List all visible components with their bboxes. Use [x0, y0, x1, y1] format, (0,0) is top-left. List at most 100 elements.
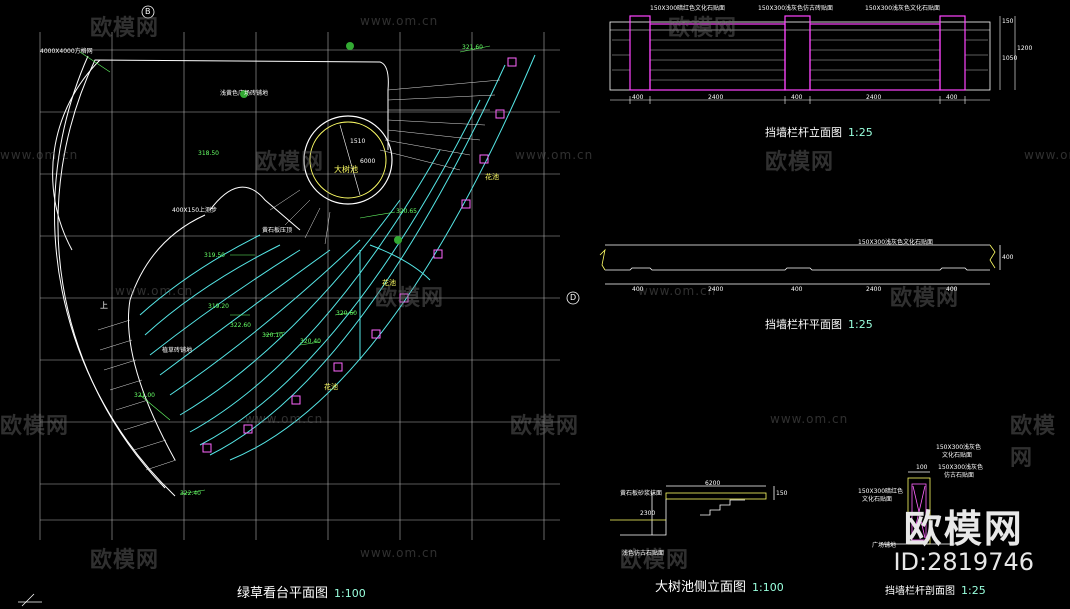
watermark-url: www.om.cn [115, 284, 194, 298]
title-tree-pool-scale: 1:100 [752, 581, 784, 594]
plan-leaders [79, 45, 491, 495]
watermark-logo: 欧模网 [890, 286, 960, 311]
label-axis-d: D [570, 293, 577, 302]
elev-dim-400b: 400 [791, 94, 803, 101]
elev-dim-400c: 400 [946, 94, 958, 101]
plan-pillars [202, 57, 517, 453]
pool-note-top: 黄石板砂浆抹面 [620, 490, 663, 497]
label-note-grass: 植草砖铺地 [162, 347, 193, 354]
elev-note-3: 150X300浅灰色文化石贴面 [865, 5, 941, 12]
pool-elevation [610, 485, 775, 536]
watermark-logo: 欧模网 [0, 414, 70, 439]
watermark-logo: 欧模网 [90, 548, 160, 573]
title-wall-plan-text: 挡墙栏杆平面图 [765, 318, 842, 331]
watermark-url: www.om.cn [360, 546, 439, 560]
watermark-url: www.om.cn [515, 148, 594, 162]
tree-pool [303, 115, 393, 205]
elev-dim-2400a: 2400 [708, 94, 724, 101]
label-elev-4: 318.50 [198, 150, 219, 157]
section-note-2: 文化石贴面 [942, 452, 973, 459]
pool-dim-150: 150 [776, 490, 788, 497]
pool-note-bottom: 浅色仿古石贴面 [622, 550, 665, 557]
label-elev-5: 319.20 [208, 303, 229, 310]
title-wall-section-text: 挡墙栏杆剖面图 [885, 586, 955, 597]
badge-brand: 欧模网 [903, 507, 1024, 551]
label-paving: 4000X4000方格网 [40, 48, 93, 55]
watermark-url: www.om.cn [638, 284, 717, 298]
watermark-logo: 欧模网 [510, 414, 580, 439]
title-plan-scale: 1:100 [334, 587, 366, 600]
label-elev-7: 320.40 [300, 338, 321, 345]
watermark-url: www.om.cn [1024, 148, 1070, 162]
label-flower-3: 花池 [324, 383, 338, 391]
title-tree-pool-text: 大树池侧立面图 [655, 580, 747, 595]
label-elev-3: 319.50 [204, 252, 225, 259]
planwall-dim-2400a: 2400 [708, 286, 724, 293]
watermark-logo: 欧模网 [1010, 414, 1057, 471]
label-elev-1: 321.60 [462, 44, 483, 51]
watermark-logo: 欧模网 [90, 16, 160, 41]
section-note-4: 仿古石贴面 [944, 472, 975, 479]
pool-dim-6200: 6200 [705, 480, 721, 487]
plan-outline [52, 55, 389, 497]
watermark-url: www.om.cn [245, 412, 324, 426]
plan-grid [39, 32, 560, 540]
elev-dim-1050: 1050 [1002, 55, 1018, 62]
section-note-6: 文化石贴面 [862, 496, 893, 503]
section-dim-100: 100 [916, 464, 928, 471]
title-tree-pool: 大树池侧立面图 1:100 [655, 576, 784, 595]
wall-plan [599, 244, 1001, 285]
pool-dim-2300: 2300 [640, 510, 656, 517]
title-wall-section: 挡墙栏杆剖面图 1:25 [885, 582, 986, 597]
label-flower-1: 花池 [485, 173, 499, 181]
label-dim-6000: 6000 [360, 158, 376, 165]
label-elev-8: 320.60 [336, 310, 357, 317]
label-elev-6: 320.10 [262, 332, 283, 339]
wall-elevation [609, 15, 1016, 104]
title-wall-plan-scale: 1:25 [848, 318, 873, 331]
label-note-yellow: 浅黄色广场砖铺地 [220, 90, 269, 97]
title-wall-elevation-scale: 1:25 [848, 126, 873, 139]
watermark-logo: 欧模网 [620, 548, 690, 573]
label-dim-1510: 1510 [350, 138, 366, 145]
watermark-url: www.om.cn [0, 148, 79, 162]
planwall-dim-2400b: 2400 [866, 286, 882, 293]
radial-steps [97, 79, 501, 471]
label-tree-pool: 大树池 [334, 165, 358, 174]
label-note-stone: 黄石板压顶 [262, 227, 293, 234]
watermark-logo: 欧模网 [765, 150, 835, 175]
elev-note-1: 150X300暗红色文化石贴面 [650, 5, 726, 12]
label-elev-9: 321.00 [134, 392, 155, 399]
title-wall-plan: 挡墙栏杆平面图 1:25 [765, 316, 873, 332]
watermark-logo: 欧模网 [668, 16, 738, 41]
terraces [139, 54, 536, 461]
watermark-url: www.om.cn [770, 412, 849, 426]
label-steps: 400X150上测步 [172, 207, 218, 214]
title-wall-elevation-text: 挡墙栏杆立面图 [765, 126, 842, 139]
watermark-url: www.om.cn [360, 14, 439, 28]
planwall-dim-400a: 400 [632, 286, 644, 293]
label-elev-2: 320.65 [396, 208, 417, 215]
elev-note-2: 150X300浅灰色仿古砖贴面 [758, 5, 834, 12]
section-note-3: 150X300浅灰色 [938, 464, 984, 471]
label-flower-2: 花池 [382, 279, 396, 287]
title-wall-section-scale: 1:25 [961, 584, 986, 597]
section-note-5: 150X300暗红色 [858, 488, 904, 495]
planwall-dim-400b: 400 [791, 286, 803, 293]
ucs-icon [18, 593, 42, 607]
watermark-logo: 欧模网 [375, 286, 445, 311]
id-badge: 欧模网 ID:2819746 [893, 509, 1034, 575]
section-note-ground: 广场铺地 [872, 542, 897, 549]
title-wall-elevation: 挡墙栏杆立面图 1:25 [765, 124, 873, 140]
label-elev-10: 322.40 [180, 490, 201, 497]
watermark-logo: 欧模网 [255, 150, 325, 175]
planwall-dim-400c: 400 [946, 286, 958, 293]
wall-section [880, 471, 960, 545]
elev-dim-150: 150 [1002, 18, 1014, 25]
label-axis-b: B [145, 7, 151, 16]
badge-id: ID:2819746 [893, 548, 1034, 576]
elev-dim-1200: 1200 [1017, 45, 1033, 52]
planwall-note: 150X300浅灰色文化石贴面 [858, 239, 934, 246]
